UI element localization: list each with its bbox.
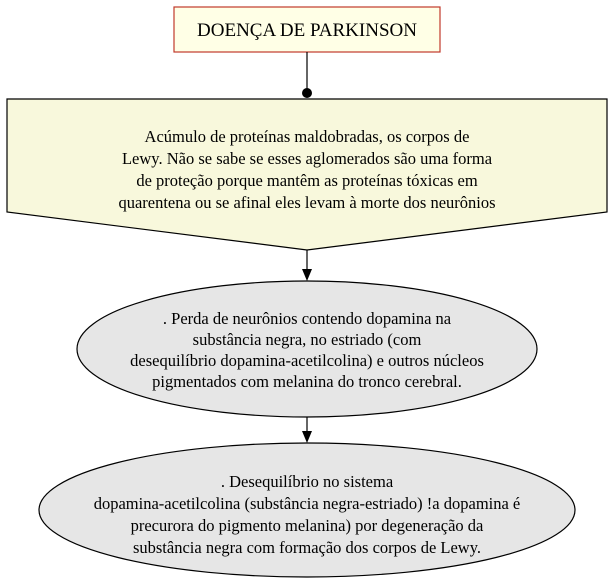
ellipse1-line-1: . Perda de neurônios contendo dopamina n… [163, 309, 452, 328]
title-box [173, 6, 441, 53]
shield-line-1: Acúmulo de proteínas maldobradas, os cor… [145, 127, 470, 146]
ellipse2-line-2: dopamina-acetilcolina (substância negra-… [94, 494, 521, 513]
edge-dot-marker [302, 88, 312, 98]
ellipse2-line-4: substância negra com formação dos corpos… [133, 538, 481, 557]
ellipse2-line-3: precurora do pigmento melanina) por dege… [131, 516, 484, 535]
ellipse1-line-4: pigmentados com melanina do tronco cereb… [152, 372, 462, 391]
title-node: DOENÇA DE PARKINSON [173, 6, 441, 53]
edge-arrowhead-1 [302, 269, 312, 281]
shield-line-3: de proteção porque mantêm as proteínas t… [136, 171, 478, 190]
shield-line-4: quarentena ou se afinal eles levam à mor… [118, 193, 495, 212]
ellipse2-shape [38, 442, 576, 578]
diagram-title: DOENÇA DE PARKINSON [197, 20, 417, 41]
shield-line-2: Lewy. Não se sabe se esses aglomerados s… [122, 149, 493, 168]
edge-arrowhead-2 [302, 431, 312, 443]
shield-node: Acúmulo de proteínas maldobradas, os cor… [6, 98, 608, 251]
ellipse1-line-3: desequilíbrio dopamina-acetilcolina) e o… [130, 351, 484, 370]
ellipse1-node: . Perda de neurônios contendo dopamina n… [76, 280, 538, 418]
ellipse2-node: . Desequilíbrio no sistema dopamina-acet… [38, 442, 576, 578]
ellipse2-line-1: . Desequilíbrio no sistema [221, 472, 394, 491]
shield-shape [6, 98, 608, 251]
ellipse1-line-2: substância negra, no estriado (com [193, 330, 422, 349]
ellipse1-shape [76, 280, 538, 418]
